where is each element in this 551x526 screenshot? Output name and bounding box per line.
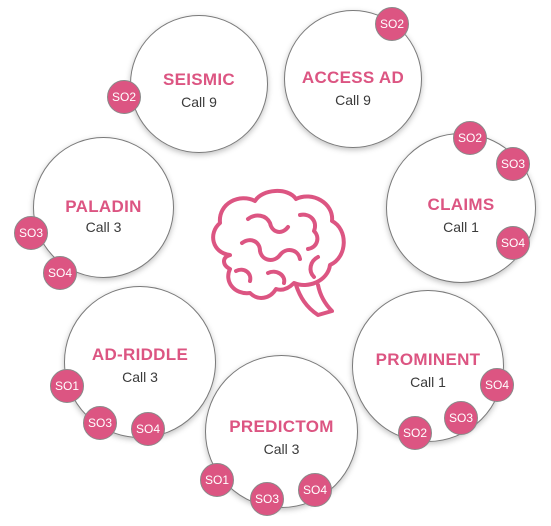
project-name: PROMINENT — [375, 350, 481, 369]
project-name: AD-RIDDLE — [91, 345, 189, 364]
objective-badge: SO4 — [43, 256, 77, 290]
objective-badge: SO3 — [14, 216, 48, 250]
project-name: CLAIMS — [427, 195, 495, 214]
objective-badge: SO2 — [398, 416, 432, 450]
objective-badge: SO4 — [298, 473, 332, 507]
project-name: PALADIN — [65, 197, 142, 216]
project-circle-prominent: PROMINENT Call 1 — [352, 290, 504, 442]
objective-badge: SO1 — [50, 369, 84, 403]
project-name: SEISMIC — [162, 70, 235, 89]
project-name: PREDICTOM — [229, 417, 334, 436]
project-call: Call 3 — [122, 369, 158, 385]
project-call: Call 3 — [85, 219, 122, 235]
objective-badge: SO3 — [496, 147, 530, 181]
objective-badge: SO4 — [480, 368, 514, 402]
objective-badge: SO2 — [107, 80, 141, 114]
objective-badge: SO1 — [200, 463, 234, 497]
objective-badge: SO4 — [496, 226, 530, 260]
project-call: Call 9 — [181, 94, 217, 110]
objective-badge: SO2 — [453, 121, 487, 155]
project-name: ACCESS AD — [301, 68, 405, 87]
project-circle-seismic: SEISMIC Call 9 — [130, 15, 268, 153]
objective-badge: SO3 — [250, 482, 284, 516]
project-call: Call 9 — [335, 92, 371, 108]
objective-badge: SO4 — [131, 412, 165, 446]
project-call: Call 1 — [410, 374, 446, 390]
objective-badge: SO2 — [375, 7, 409, 41]
project-circle-paladin: PALADIN Call 3 — [33, 137, 174, 278]
brain-icon — [211, 189, 346, 317]
objective-badge: SO3 — [444, 401, 478, 435]
project-call: Call 3 — [263, 441, 300, 457]
objective-badge: SO3 — [83, 406, 117, 440]
project-call: Call 1 — [443, 219, 479, 235]
